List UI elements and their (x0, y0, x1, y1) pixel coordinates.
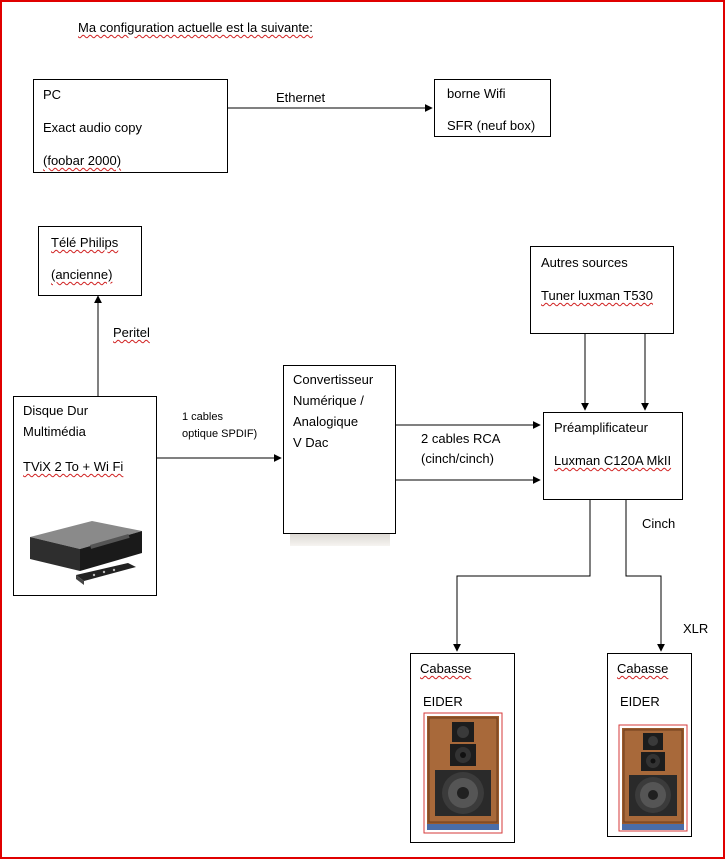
hdd-type-label: Multimédia (23, 424, 86, 439)
pc-box: PC Exact audio copy (foobar 2000) (33, 79, 228, 173)
left-speaker-brand: Cabasse (420, 661, 472, 676)
wifi-label: borne Wifi (447, 86, 506, 101)
dac-model: V Dac (293, 435, 329, 450)
ethernet-label: Ethernet (276, 90, 326, 105)
left-speaker-model: EIDER (423, 694, 463, 709)
dac-line1: Convertisseur (293, 372, 374, 387)
pc-label: PC (43, 87, 62, 102)
hdd-box: Disque Dur Multimédia TViX 2 To + Wi Fi (13, 396, 157, 596)
pc-software-label: Exact audio copy (43, 120, 143, 135)
right-speaker-brand: Cabasse (617, 661, 669, 676)
rca-cable-label: 2 cables RCA (421, 431, 501, 446)
dac-line2: Numérique / (293, 393, 364, 408)
wifi-provider-label: SFR (neuf box) (447, 118, 536, 133)
hdd-model-label: TViX 2 To + Wi Fi (23, 459, 124, 474)
preamp-box: Préamplificateur Luxman C120A MkII (543, 412, 683, 500)
preamp-label: Préamplificateur (554, 420, 648, 435)
sources-label: Autres sources (541, 255, 628, 270)
dac-line3: Analogique (293, 414, 359, 429)
optical-cable-type-label: optique SPDIF) (182, 428, 258, 440)
hdd-label: Disque Dur (23, 403, 89, 418)
right-speaker-model: EIDER (620, 694, 660, 709)
tv-age-label: (ancienne) (51, 267, 113, 282)
right-speaker-box: Cabasse EIDER (607, 653, 692, 837)
left-speaker-box: Cabasse EIDER (410, 653, 515, 843)
preamp-model-label: Luxman C120A MkII (554, 453, 672, 468)
left-speaker-image (423, 712, 503, 834)
tuner-label: Tuner luxman T530 (541, 288, 654, 303)
pc-player-label: (foobar 2000) (43, 153, 122, 168)
rca-cable-type-label: (cinch/cinch) (421, 451, 494, 466)
xlr-label: XLR (683, 621, 709, 636)
right-speaker-image (618, 724, 688, 832)
tv-label: Télé Philips (51, 235, 119, 250)
cinch-label: Cinch (642, 516, 676, 531)
sources-box: Autres sources Tuner luxman T530 (530, 246, 674, 334)
left-speaker-wire (453, 500, 591, 652)
dac-shadow (290, 534, 390, 546)
peritel-label: Peritel (113, 325, 150, 340)
page-heading: Ma configuration actuelle est la suivant… (78, 20, 313, 35)
tv-box: Télé Philips (ancienne) (38, 226, 142, 296)
wifi-box: borne Wifi SFR (neuf box) (434, 79, 551, 137)
dac-box: Convertisseur Numérique / Analogique V D… (283, 365, 396, 534)
optical-cable-label: 1 cables (182, 411, 223, 423)
media-player-image (30, 521, 142, 585)
right-speaker-wire (625, 500, 665, 652)
